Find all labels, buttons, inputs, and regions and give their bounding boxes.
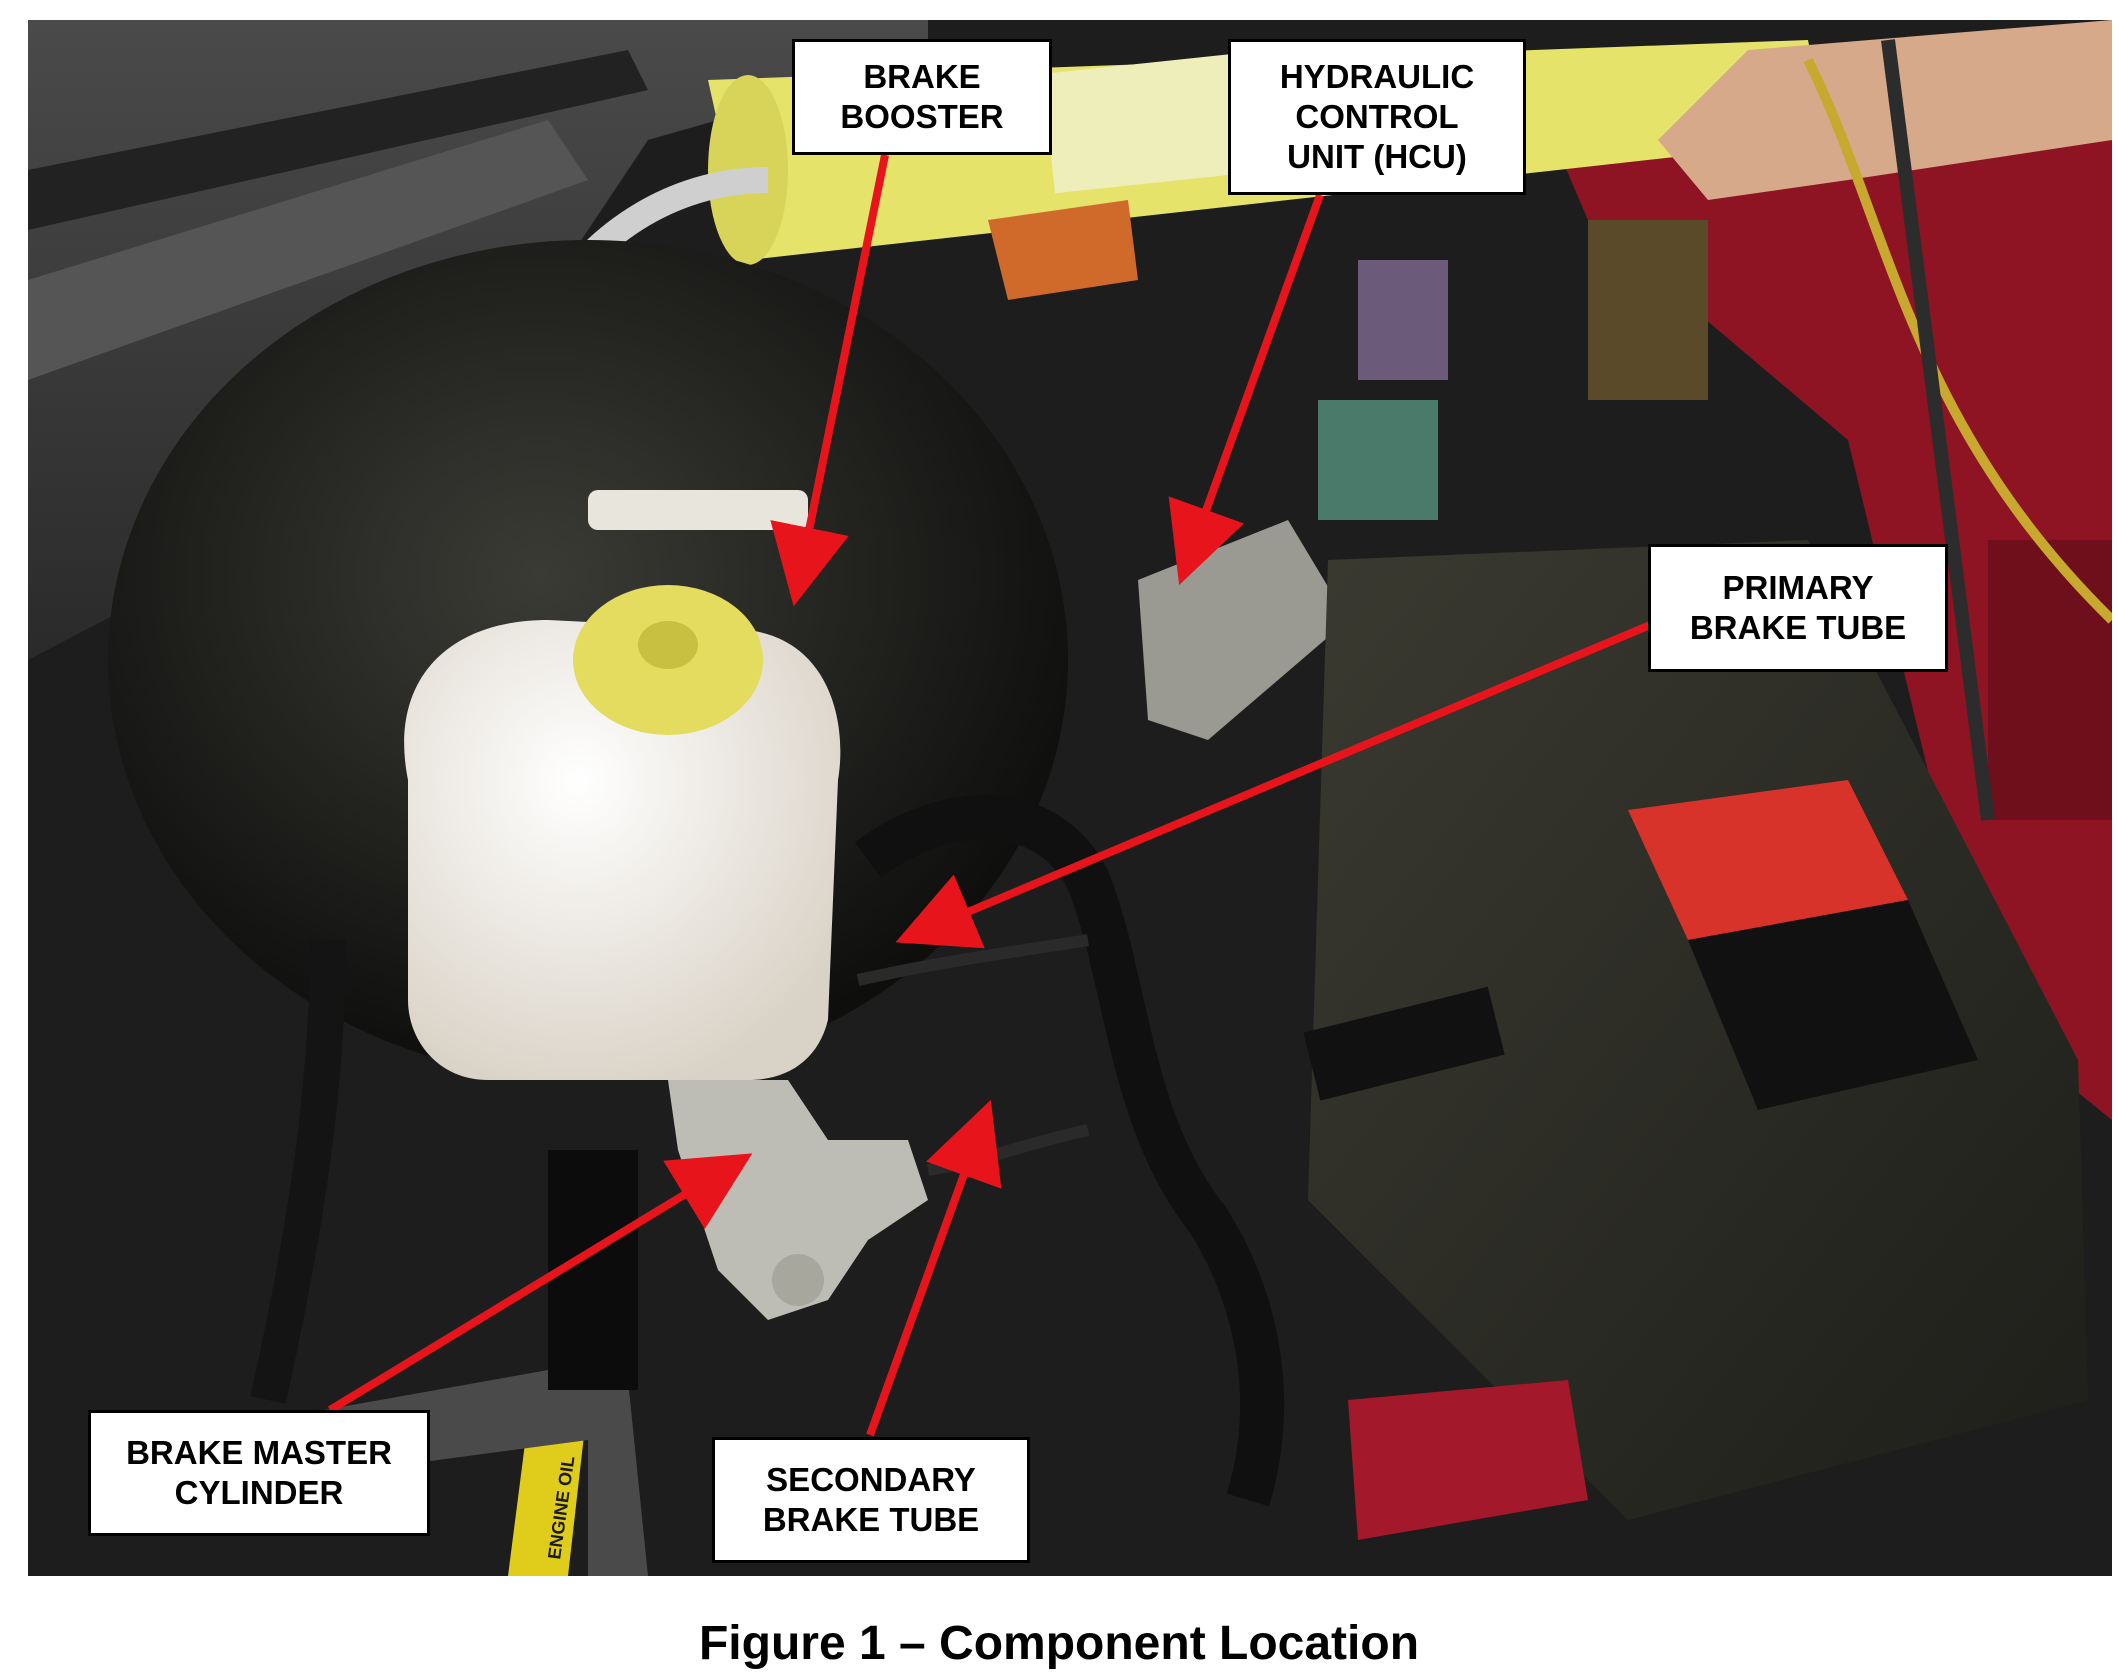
wire-harness-2 — [1318, 400, 1438, 520]
orange-bracket — [988, 200, 1138, 300]
engine-bay-photo: ENGINE OIL — [28, 20, 2112, 1576]
cover-strap — [1303, 986, 1505, 1101]
callout-hcu: HYDRAULIC CONTROL UNIT (HCU) — [1228, 39, 1526, 195]
prop-rod — [1881, 39, 1995, 821]
callout-secondary-line1: SECONDARY — [766, 1461, 976, 1498]
wiper-cowl — [28, 50, 648, 230]
callout-brake-booster-line1: BRAKE — [863, 58, 981, 95]
reservoir — [404, 620, 841, 1080]
callout-secondary-line2: BRAKE TUBE — [762, 1501, 980, 1538]
black-warning-label — [1688, 900, 1978, 1110]
red-terminal-cover — [1348, 1380, 1588, 1540]
callout-brake-booster-line2: BOOSTER — [840, 98, 1004, 135]
red-warning-label — [1628, 780, 1908, 940]
lower-spring — [548, 1150, 638, 1390]
engine-bay-illustration: ENGINE OIL — [28, 20, 2112, 1576]
callout-secondary-brake-tube: SECONDARY BRAKE TUBE — [712, 1437, 1030, 1563]
callout-hcu-line3: UNIT (HCU) — [1287, 138, 1467, 175]
left-hose — [250, 939, 346, 1404]
cowl-panel-ridge — [28, 120, 588, 380]
callout-primary-line1: PRIMARY — [1722, 569, 1874, 606]
callout-primary-line2: BRAKE TUBE — [1689, 609, 1907, 646]
callout-master-line1: BRAKE MASTER — [126, 1434, 392, 1471]
callout-hcu-line1: HYDRAULIC — [1279, 58, 1475, 95]
primary-brake-line — [856, 934, 1089, 986]
callout-brake-master-cylinder: BRAKE MASTER CYLINDER — [88, 1410, 430, 1536]
wire-harness-3 — [1588, 220, 1708, 400]
callout-primary-brake-tube: PRIMARY BRAKE TUBE — [1648, 544, 1948, 672]
yellow-cable — [1803, 57, 2112, 624]
callout-master-line2: CYLINDER — [174, 1474, 344, 1511]
red-box — [1988, 540, 2112, 820]
master-cylinder-end — [772, 1254, 824, 1306]
master-cylinder — [668, 1080, 928, 1320]
callout-hcu-line2: CONTROL — [1295, 98, 1459, 135]
wire-harness-1 — [1358, 260, 1448, 380]
figure-caption: Figure 1 – Component Location — [698, 1617, 1420, 1670]
booster-label — [588, 490, 808, 530]
hand — [1658, 20, 2112, 200]
callout-brake-booster: BRAKE BOOSTER — [792, 39, 1052, 155]
reservoir-cap-center — [638, 621, 698, 669]
